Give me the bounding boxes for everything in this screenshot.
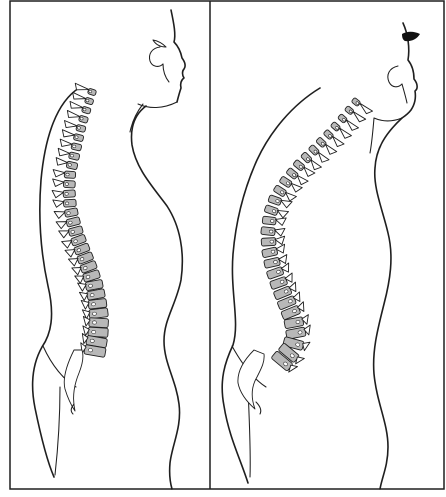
vertebra-body [88,298,107,309]
vertebral-foramen [269,230,273,233]
vertebral-foramen [92,321,96,325]
vertebral-foramen [65,202,69,205]
vertebral-foramen [270,219,274,222]
vertebra-body [89,318,109,328]
vertebral-foramen [66,173,70,176]
vertebral-foramen [296,320,301,324]
vertebral-foramen [65,192,69,195]
vertebral-foramen [92,312,96,316]
vertebra-body [261,227,276,236]
vertebral-foramen [88,348,93,352]
vertebral-foramen [88,284,92,288]
vertebral-foramen [65,183,69,186]
vertebral-foramen [91,302,95,306]
vertebra-body [89,308,109,319]
vertebral-foramen [270,240,274,243]
vertebral-foramen [92,330,96,334]
